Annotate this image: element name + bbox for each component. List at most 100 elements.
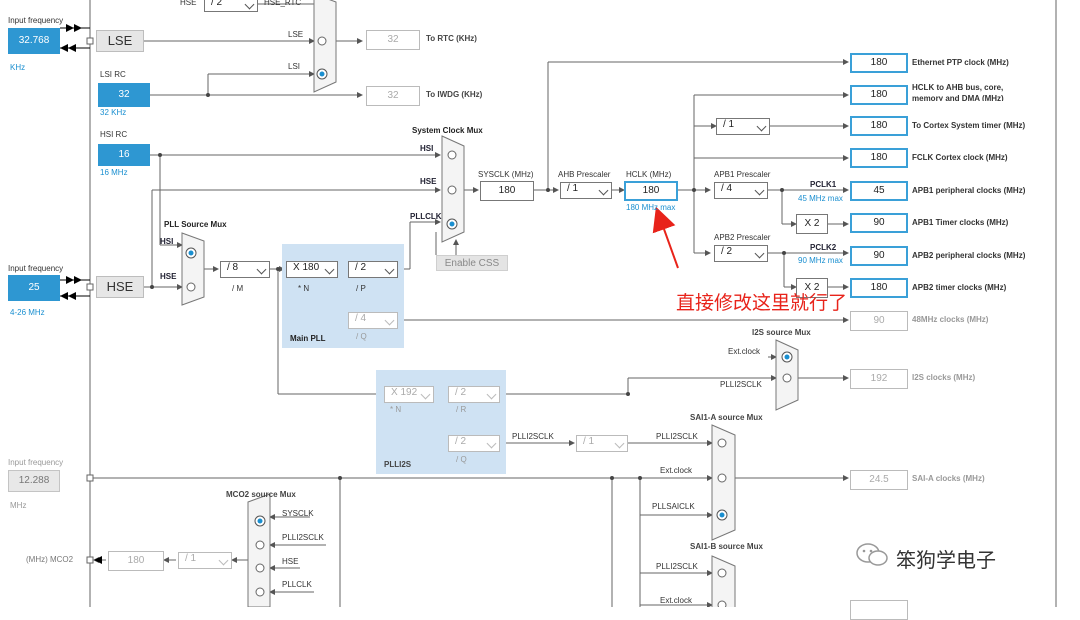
pll-source-mux-shape	[181, 232, 205, 306]
ahb-prescaler-select[interactable]: / 1	[560, 182, 612, 199]
plli2s-q-divider-select[interactable]: / 2	[448, 435, 500, 452]
chevron-down-icon	[598, 185, 609, 196]
clock-configuration-diagram: Input frequency 32.768 KHz LSE LSI RC 32…	[8, 0, 1057, 620]
lsi-rc-label: LSI RC	[100, 70, 126, 79]
plli2s-n-multiplier-select[interactable]: X 192	[384, 386, 434, 403]
pll-q-label: / Q	[356, 332, 367, 341]
pll-m-divider-select[interactable]: / 8	[220, 261, 270, 278]
plli2s-r-label: / R	[456, 405, 467, 414]
pclk2-label: PCLK2	[810, 243, 837, 252]
chevron-down-icon	[218, 555, 229, 566]
pll-n-multiplier-select[interactable]: X 180	[286, 261, 338, 278]
pll-n-label: * N	[298, 284, 310, 293]
i2s-mux-plli2sclk-label: PLLI2SCLK	[720, 380, 762, 389]
sai1b-mux-shape	[711, 555, 736, 607]
cortex-timer-divider-select[interactable]: / 1	[716, 118, 770, 135]
chevron-down-icon	[384, 264, 395, 275]
rtc-output-value: 32	[366, 30, 420, 50]
output-fclk-value: 180	[850, 148, 908, 168]
output-apb1-timer-value: 90	[850, 213, 908, 233]
i2s-input-frequency-field[interactable]: 12.288	[8, 470, 60, 492]
main-pll-panel	[282, 244, 404, 348]
sai1a-mux-pllsaiclk-label: PLLSAICLK	[652, 502, 695, 511]
callout-annotation: 直接修改这里就行了	[676, 293, 848, 314]
chevron-down-icon	[256, 264, 267, 275]
mco2-sysclk-label: SYSCLK	[282, 509, 314, 518]
i2s-source-mux-title: I2S source Mux	[752, 328, 811, 337]
mux-shapes	[181, 0, 799, 607]
apb2-prescaler-select[interactable]: / 2	[714, 245, 768, 262]
lse-input-frequency-label: Input frequency	[8, 16, 64, 25]
pll-m-label: / M	[232, 284, 244, 293]
hclk-input-field[interactable]: 180	[624, 181, 678, 201]
output-apb2-timer-label: APB2 timer clocks (MHz)	[912, 283, 1007, 292]
sai1a-mux-title: SAI1-A source Mux	[690, 413, 763, 422]
ahb-prescaler-label: AHB Prescaler	[558, 170, 611, 179]
hsi-rc-label: HSI RC	[100, 130, 128, 139]
sai1a-mux-ext-clock-label: Ext.clock	[660, 466, 693, 475]
chevron-down-icon	[486, 438, 497, 449]
i2s-input-frequency-label: Input frequency	[8, 458, 64, 467]
rtc-mux-lsi-label: LSI	[288, 62, 301, 71]
rtc-hse-divider-select[interactable]: / 2	[204, 0, 258, 12]
plli2s-n-label: * N	[390, 405, 402, 414]
hsi-rc-value: 16	[98, 144, 150, 166]
i2s-mux-ext-clock-label: Ext.clock	[728, 347, 761, 356]
pll-q-divider-select[interactable]: / 4	[348, 312, 398, 329]
hclk-label: HCLK (MHz)	[626, 170, 672, 179]
sysclk-value: 180	[480, 181, 534, 201]
pll-source-mux-hsi-label: HSI	[160, 237, 174, 246]
sysmux-hsi-label: HSI	[420, 144, 434, 153]
wechat-icon	[856, 543, 888, 566]
pll-source-mux-title: PLL Source Mux	[164, 220, 227, 229]
output-sai-a-label: SAI-A clocks (MHz)	[912, 474, 985, 483]
hse-rtc-label: HSE_RTC	[264, 0, 302, 7]
mco2-label: (MHz) MCO2	[26, 555, 74, 564]
plli2s-r-divider-select[interactable]: / 2	[448, 386, 500, 403]
apb1-prescaler-label: APB1 Prescaler	[714, 170, 771, 179]
chevron-down-icon	[384, 315, 395, 326]
sysclk-label: SYSCLK (MHz)	[478, 170, 534, 179]
lsi-rc-unit: 32 KHz	[100, 108, 127, 117]
output-apb2-peripheral-label: APB2 peripheral clocks (MHz)	[912, 251, 1026, 260]
hse-input-frequency-label: Input frequency	[8, 264, 64, 273]
output-hclk-ahb-label: HCLK to AHB bus, core,	[912, 83, 1004, 92]
rtc-output-label: To RTC (KHz)	[426, 34, 477, 43]
chevron-down-icon	[754, 185, 765, 196]
lse-block: LSE	[96, 30, 144, 52]
hse-input-range: 4-26 MHz	[10, 308, 45, 317]
plli2s-title: PLLI2S	[384, 460, 412, 469]
pll-source-mux-hse-label: HSE	[160, 272, 177, 281]
plli2sclk-divider-select[interactable]: / 1	[576, 435, 628, 452]
output-fclk-label: FCLK Cortex clock (MHz)	[912, 153, 1008, 162]
chevron-down-icon	[244, 0, 255, 10]
pll-p-label: / P	[356, 284, 366, 293]
mco2-divider-select[interactable]: / 1	[178, 552, 232, 569]
enable-css-button[interactable]: Enable CSS	[436, 255, 508, 271]
output-48mhz-value: 90	[850, 311, 908, 331]
output-apb1-timer-label: APB1 Timer clocks (MHz)	[912, 218, 1009, 227]
rtc-mux-lse-label: LSE	[288, 30, 304, 39]
i2s-input-unit: MHz	[10, 501, 27, 510]
sai1a-mux-shape	[711, 424, 736, 541]
rtc-mux-hse-label: HSE	[180, 0, 197, 7]
pll-p-divider-select[interactable]: / 2	[348, 261, 398, 278]
sai1b-mux-title: SAI1-B source Mux	[690, 542, 763, 551]
sai1b-mux-plli2sclk-label: PLLI2SCLK	[656, 562, 698, 571]
iwdg-output-value: 32	[366, 86, 420, 106]
pclk1-max-label: 45 MHz max	[798, 194, 843, 203]
apb2-prescaler-label: APB2 Prescaler	[714, 233, 771, 242]
hse-input-frequency-field[interactable]: 25	[8, 275, 60, 301]
output-i2s-label: I2S clocks (MHz)	[912, 373, 976, 382]
mco2-hse-label: HSE	[282, 557, 299, 566]
output-cortex-timer-label: To Cortex System timer (MHz)	[912, 121, 1026, 130]
output-apb1-peripheral-label: APB1 peripheral clocks (MHz)	[912, 186, 1026, 195]
apb1-prescaler-select[interactable]: / 4	[714, 182, 768, 199]
mco2-mux-title: MCO2 source Mux	[226, 490, 296, 499]
system-clock-mux-title: System Clock Mux	[412, 126, 483, 135]
lse-input-frequency-field[interactable]: 32.768	[8, 28, 60, 54]
sai1b-mux-ext-clock-label: Ext.clock	[660, 596, 693, 605]
sysmux-pllclk-label: PLLCLK	[410, 212, 442, 221]
pclk2-max-label: 90 MHz max	[798, 256, 843, 265]
chevron-down-icon	[420, 389, 431, 400]
